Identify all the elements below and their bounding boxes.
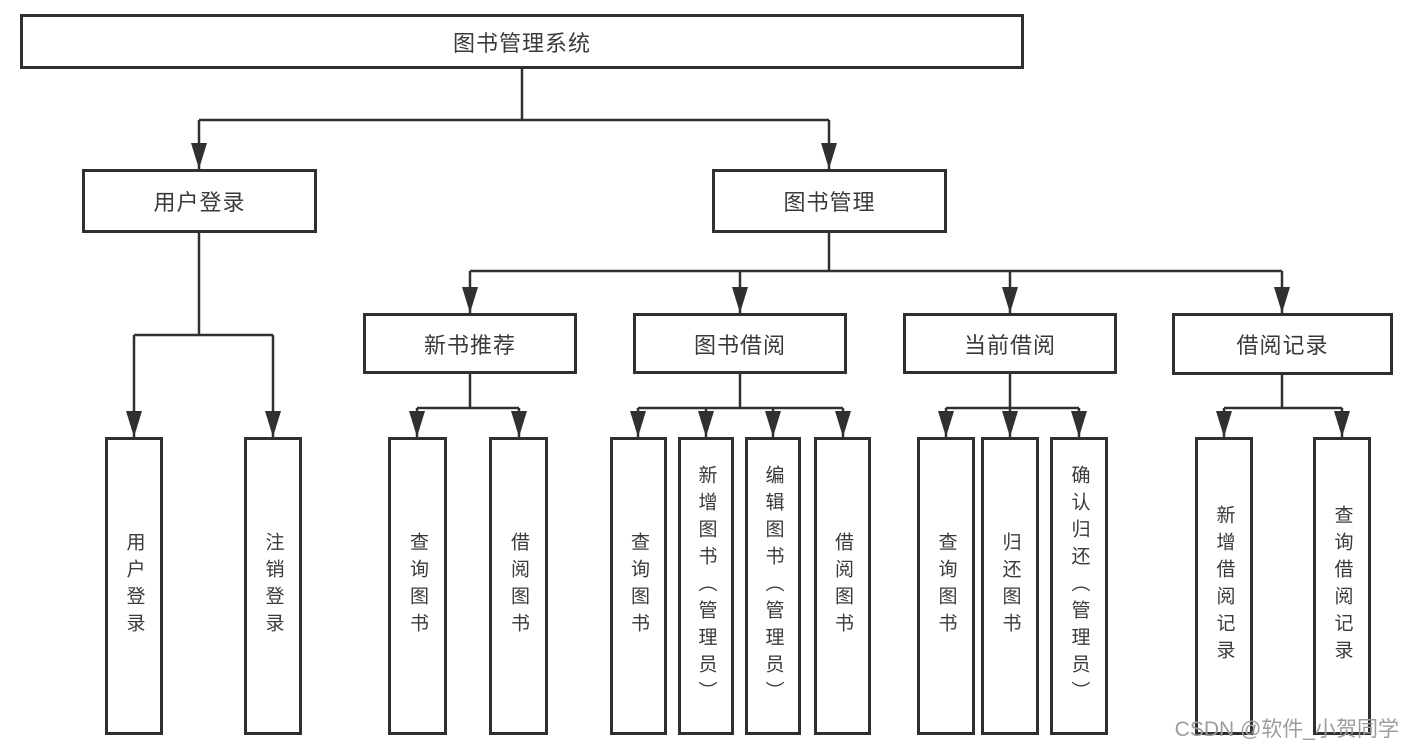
leaf-confirm-return-admin: 确认归还（管理员）: [1050, 437, 1108, 735]
node-book-management: 图书管理: [712, 169, 947, 233]
node-label: 确认归还（管理员）: [1068, 464, 1090, 708]
node-borrow-records: 借阅记录: [1172, 313, 1393, 375]
leaf-logout: 注销登录: [244, 437, 302, 735]
node-label: 借阅图书: [508, 532, 529, 640]
node-label: 图书借阅: [693, 332, 786, 358]
leaf-borrow-books: 借阅图书: [489, 437, 548, 735]
node-new-book-recommend: 新书推荐: [363, 313, 577, 374]
leaf-query-books: 查询图书: [388, 437, 447, 735]
csdn-watermark: CSDN @软件_小贺同学: [1174, 718, 1399, 741]
node-label: 图书管理: [783, 190, 876, 215]
node-book-borrow: 图书借阅: [633, 313, 847, 374]
leaf-query-books: 查询图书: [917, 437, 975, 735]
node-label: 新增借阅记录: [1213, 505, 1235, 667]
leaf-return-books: 归还图书: [981, 437, 1039, 735]
leaf-borrow-books: 借阅图书: [814, 437, 871, 735]
node-label: 新增图书（管理员）: [695, 464, 717, 708]
leaf-add-books-admin: 新增图书（管理员）: [678, 437, 734, 735]
node-label: 归还图书: [999, 532, 1021, 640]
node-label: 编辑图书（管理员）: [762, 464, 784, 708]
node-label: 借阅记录: [1236, 333, 1329, 358]
node-library-management-system: 图书管理系统: [20, 14, 1024, 69]
node-label: 借阅图书: [832, 532, 853, 640]
node-label: 图书管理系统: [452, 30, 591, 56]
node-user-login: 用户登录: [82, 169, 317, 233]
node-label: 当前借阅: [963, 332, 1056, 358]
leaf-query-borrow-record: 查询借阅记录: [1313, 437, 1371, 735]
node-current-borrow: 当前借阅: [903, 313, 1117, 374]
node-label: 注销登录: [262, 532, 284, 640]
leaf-query-books: 查询图书: [610, 437, 667, 735]
node-label: 用户登录: [123, 532, 145, 640]
leaf-add-borrow-record: 新增借阅记录: [1195, 437, 1253, 735]
node-label: 新书推荐: [423, 332, 516, 358]
node-label: 用户登录: [153, 190, 246, 215]
leaf-edit-books-admin: 编辑图书（管理员）: [745, 437, 801, 735]
node-label: 查询图书: [407, 532, 428, 640]
node-label: 查询图书: [935, 532, 957, 640]
leaf-user-login: 用户登录: [105, 437, 163, 735]
node-label: 查询图书: [628, 532, 649, 640]
node-label: 查询借阅记录: [1331, 505, 1353, 667]
